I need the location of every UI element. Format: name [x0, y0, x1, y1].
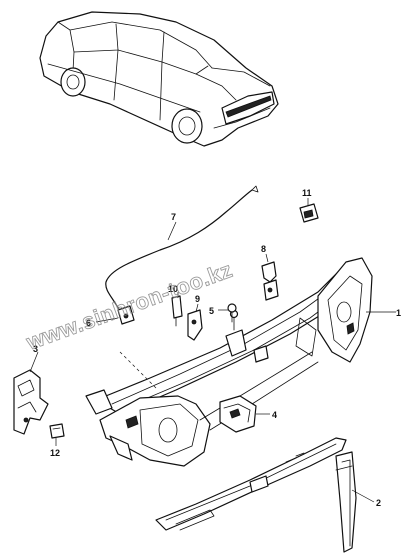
- callout-10: 10: [168, 284, 178, 294]
- bolt-part-5: [227, 303, 237, 323]
- bracket-part-3: [13, 369, 49, 435]
- callout-5: 5: [209, 306, 214, 316]
- clip-part-12: [49, 423, 65, 439]
- radiator-support-assembly: [85, 257, 373, 467]
- callout-9: 9: [195, 294, 200, 304]
- callout-2: 2: [376, 498, 381, 508]
- latch-part-8: [261, 261, 279, 301]
- lower-member-part-2: [155, 437, 357, 553]
- callout-7: 7: [171, 212, 176, 222]
- callout-1: 1: [396, 308, 401, 318]
- car-illustration: [39, 11, 279, 147]
- callout-12: 12: [50, 448, 60, 458]
- clip-part-11: [299, 203, 319, 223]
- leader-lines: [29, 198, 396, 503]
- callout-3: 3: [33, 344, 38, 354]
- callout-11: 11: [302, 188, 312, 198]
- hood-cable-part-7: [105, 185, 259, 325]
- callout-8: 8: [261, 244, 266, 254]
- callout-labels: 1 2 3 4 5 6 7 8 9 10 11 12: [33, 188, 401, 508]
- callout-6: 6: [86, 318, 91, 328]
- bracket-part-4: [219, 395, 257, 433]
- watermark-text: www.sinhron-too.kz: [22, 257, 236, 355]
- fasteners-parts-9-10: [171, 295, 203, 341]
- callout-4: 4: [272, 410, 277, 420]
